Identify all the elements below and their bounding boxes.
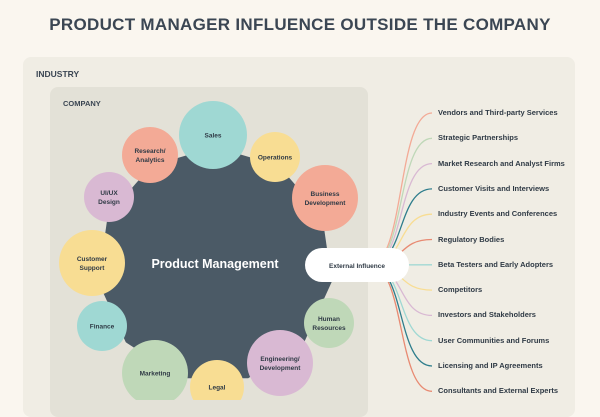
department-label: Analytics (136, 157, 165, 164)
department-label: UI/UX (100, 190, 118, 197)
department-label: Customer (77, 256, 108, 263)
external-influence-item: Customer Visits and Interviews (438, 184, 549, 193)
department-label: Sales (205, 133, 222, 140)
department-label: Operations (258, 155, 293, 162)
department-label: Design (98, 199, 120, 206)
department-bubble (304, 298, 354, 348)
department-label: Engineering/ (260, 356, 300, 363)
department-label: Legal (209, 385, 226, 392)
department-bubble (59, 230, 125, 296)
department-finance: Finance (77, 301, 127, 351)
external-influence-item: Licensing and IP Agreements (438, 361, 543, 370)
department-label: Finance (90, 324, 115, 331)
department-research-analytics: Research/Analytics (122, 127, 178, 183)
department-ui-ux-design: UI/UX Design (84, 172, 134, 222)
external-influence-item: Investors and Stakeholders (438, 310, 536, 319)
external-influence-item: Vendors and Third-party Services (438, 108, 558, 117)
department-label: Research/ (134, 148, 165, 155)
connector-curve (370, 113, 432, 265)
department-label: Business (311, 191, 340, 198)
department-label: Development (260, 365, 302, 372)
connector-curve (370, 265, 432, 391)
external-influence-label: External Influence (329, 263, 385, 270)
external-influence-item: Beta Testers and Early Adopters (438, 260, 553, 269)
department-label: Support (80, 265, 106, 272)
external-influence-item: Consultants and External Experts (438, 386, 558, 395)
department-sales: Sales (179, 101, 247, 169)
external-influence-item: Market Research and Analyst Firms (438, 159, 565, 168)
department-bubble (84, 172, 134, 222)
department-bubble (122, 127, 178, 183)
center-label: Product Management (151, 257, 279, 271)
external-influence-item: Strategic Partnerships (438, 133, 518, 142)
external-influence-item: Competitors (438, 285, 482, 294)
department-label: Development (305, 200, 347, 207)
department-label: Marketing (140, 371, 171, 378)
external-influence-item: Industry Events and Conferences (438, 209, 557, 218)
department-bubble (292, 165, 358, 231)
department-label: Human (318, 316, 340, 323)
department-operations: Operations (250, 132, 300, 182)
connector-curve (370, 138, 432, 265)
department-label: Resources (312, 325, 346, 332)
external-influence-item: User Communities and Forums (438, 336, 549, 345)
external-influence-item: Regulatory Bodies (438, 235, 504, 244)
department-engineering-development: Engineering/Development (247, 330, 313, 396)
department-bubble (247, 330, 313, 396)
